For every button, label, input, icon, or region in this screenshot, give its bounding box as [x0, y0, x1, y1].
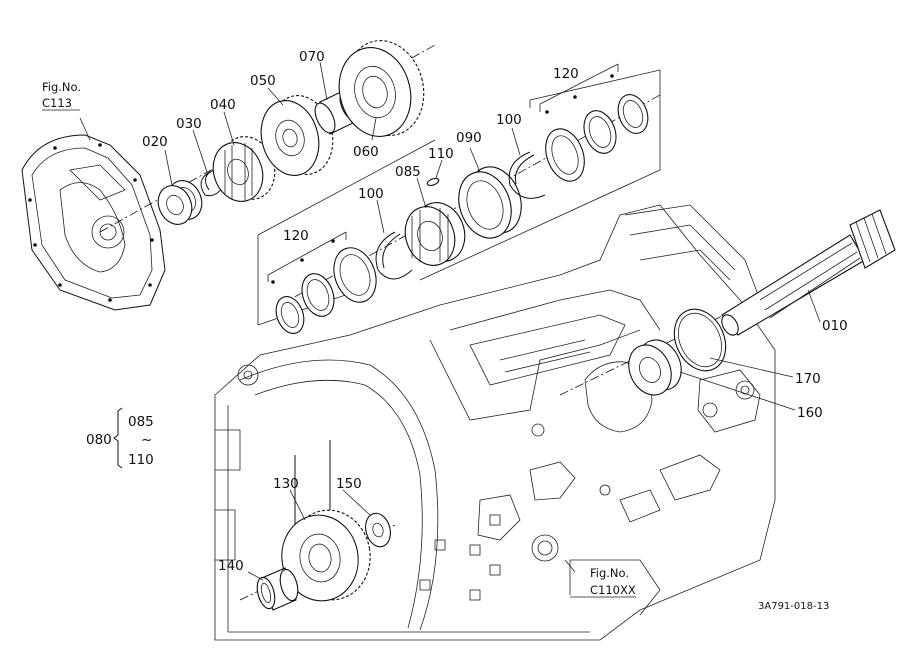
part-140-collar — [256, 567, 299, 611]
clutch-housing — [21, 134, 166, 311]
part-120-rings-lower — [267, 231, 377, 334]
part-090-sleeve — [458, 166, 522, 239]
label-range-tilde: ~ — [141, 432, 152, 448]
label-010: 010 — [822, 318, 848, 334]
transmission-housing — [214, 204, 776, 641]
label-080: 080 — [86, 432, 112, 448]
figure-references: Fig.No. C113 Fig.No. C110XX — [42, 80, 636, 598]
group-bracket-080 — [113, 407, 123, 469]
group-boxes — [257, 69, 661, 326]
label-100-lower: 100 — [358, 186, 384, 202]
fig-ref-c110-title: Fig.No. — [590, 566, 629, 580]
label-160: 160 — [797, 405, 823, 421]
label-020: 020 — [142, 134, 168, 150]
part-040-gear — [212, 136, 276, 202]
part-labels: 010 020 030 040 050 070 060 085 110 090 … — [86, 49, 848, 574]
part-170-o-ring — [673, 308, 727, 372]
part-150-washer — [365, 512, 391, 548]
fig-ref-c110-code: C110XX — [590, 583, 636, 597]
label-120-upper: 120 — [553, 66, 579, 82]
label-030: 030 — [176, 116, 202, 132]
part-010-shaft — [721, 209, 896, 336]
part-085-hub — [404, 202, 466, 266]
label-070: 070 — [299, 49, 325, 65]
fig-ref-c113-code: C113 — [42, 96, 72, 110]
part-160-bearing — [628, 339, 682, 396]
label-050: 050 — [250, 73, 276, 89]
label-085-range: 085 — [128, 414, 154, 430]
label-150: 150 — [336, 476, 362, 492]
label-040: 040 — [210, 97, 236, 113]
label-110-range: 110 — [128, 452, 154, 468]
label-110-part: 110 — [428, 146, 454, 162]
part-100-circlip-b — [508, 151, 546, 199]
label-120-lower: 120 — [283, 228, 309, 244]
drawing-code: 3A791-018-13 — [758, 601, 829, 612]
label-090: 090 — [456, 130, 482, 146]
label-100-upper: 100 — [496, 112, 522, 128]
part-060-gear — [338, 40, 425, 137]
label-085-part: 085 — [395, 164, 421, 180]
label-130: 130 — [273, 476, 299, 492]
part-130-gear — [281, 509, 371, 602]
part-110-key — [426, 177, 440, 187]
part-120-rings-upper — [539, 63, 649, 182]
label-140: 140 — [218, 558, 244, 574]
part-020-bearing — [157, 180, 203, 225]
part-100-circlip-a — [375, 231, 413, 280]
leader-lines — [79, 61, 821, 595]
label-060: 060 — [353, 144, 379, 160]
part-030-snap-ring — [200, 169, 223, 197]
fig-ref-c113-title: Fig.No. — [42, 80, 81, 94]
label-170: 170 — [795, 371, 821, 387]
